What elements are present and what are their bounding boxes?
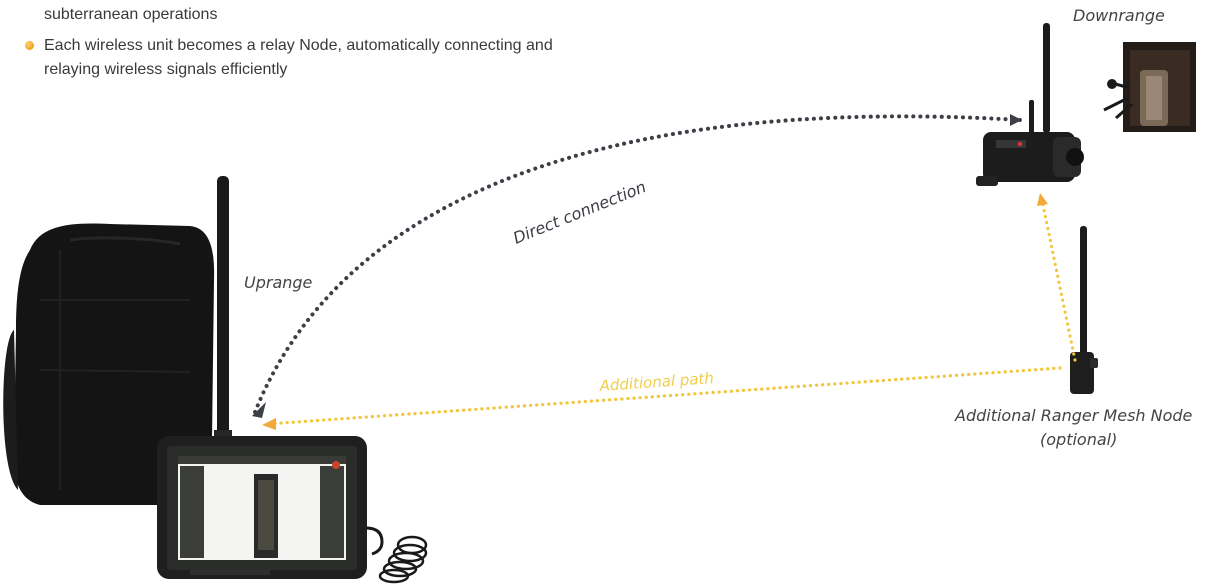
- rugged-tablet-icon: [157, 436, 426, 582]
- radio-node-icon: [976, 23, 1084, 186]
- direct-connection-path: [252, 114, 1022, 418]
- uprange-antenna-icon: [214, 176, 232, 440]
- relay-path: [262, 193, 1075, 430]
- camera-tripod-icon: [1104, 42, 1196, 132]
- additional-path-label: Additional path: [598, 369, 714, 395]
- mesh-node-icon: [1070, 226, 1098, 394]
- direct-connection-label: Direct connection: [510, 177, 648, 248]
